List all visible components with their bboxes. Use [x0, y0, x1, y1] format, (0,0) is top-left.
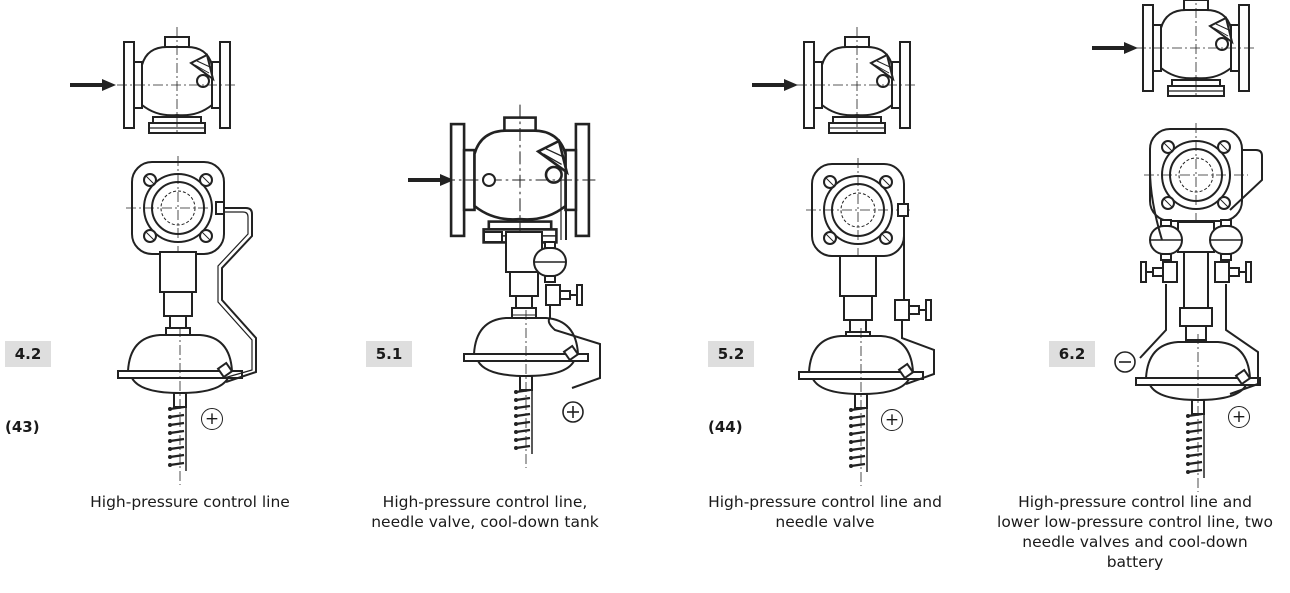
high-pressure-control-line [1225, 149, 1263, 395]
high-pressure-control-line [221, 207, 257, 383]
valve-body [796, 26, 918, 136]
reference-number-44: (44) [708, 418, 743, 436]
valve-body [116, 26, 238, 136]
minus-sign [1114, 351, 1136, 373]
flow-arrow [68, 77, 118, 93]
variant-label-4-2: 4.2 [5, 341, 51, 367]
valve-flange-front [805, 157, 911, 263]
needle-valve-left [1140, 261, 1178, 283]
minus-sign-value: − [1119, 350, 1131, 351]
flow-arrow [750, 77, 800, 93]
caption-5-2: High-pressure control line and needle va… [708, 493, 942, 531]
needle-valve [545, 284, 583, 306]
plus-sign [562, 401, 584, 423]
valve-flange-front [1143, 122, 1249, 228]
variant-label-5-2: 5.2 [708, 341, 754, 367]
assembly-5-1 [406, 103, 601, 470]
high-pressure-control-line [547, 180, 601, 389]
caption-5-1: High-pressure control line, needle valve… [371, 493, 599, 531]
plus-sign-5-2: + [881, 409, 903, 431]
caption-4-2: High-pressure control line [90, 493, 290, 511]
diaphragm-actuator [797, 326, 925, 488]
variant-label-6-2: 6.2 [1049, 341, 1095, 367]
valve-flange-front [125, 155, 231, 261]
flow-arrow [1090, 40, 1140, 56]
diaphragm-actuator [116, 325, 244, 487]
low-pressure-control-line [1139, 169, 1167, 359]
plus-sign-4-2: + [201, 408, 223, 430]
needle-valve [894, 299, 932, 321]
valve-body [1135, 0, 1257, 99]
assembly-4-2 [68, 26, 257, 487]
assembly-5-2 [750, 26, 935, 488]
caption-6-2: High-pressure control line and lower low… [997, 493, 1273, 571]
variant-label-5-1: 5.1 [366, 341, 412, 367]
plus-sign-6-2: + [1228, 406, 1250, 428]
valve-body [440, 103, 600, 247]
high-pressure-control-line [901, 210, 935, 385]
needle-valve-right [1214, 261, 1252, 283]
reference-number-43: (43) [5, 418, 40, 436]
assembly-6-2 [1090, 0, 1263, 494]
